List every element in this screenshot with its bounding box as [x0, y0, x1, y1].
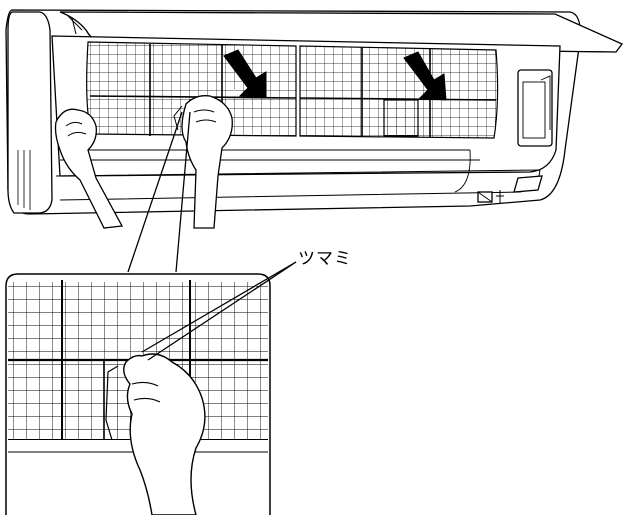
- callout-label-knob: ツマミ: [298, 244, 352, 269]
- svg-text:+: +: [230, 88, 238, 99]
- filter-tab: [384, 100, 418, 136]
- right-air-filter: [300, 46, 498, 138]
- sensor-window: [514, 176, 542, 192]
